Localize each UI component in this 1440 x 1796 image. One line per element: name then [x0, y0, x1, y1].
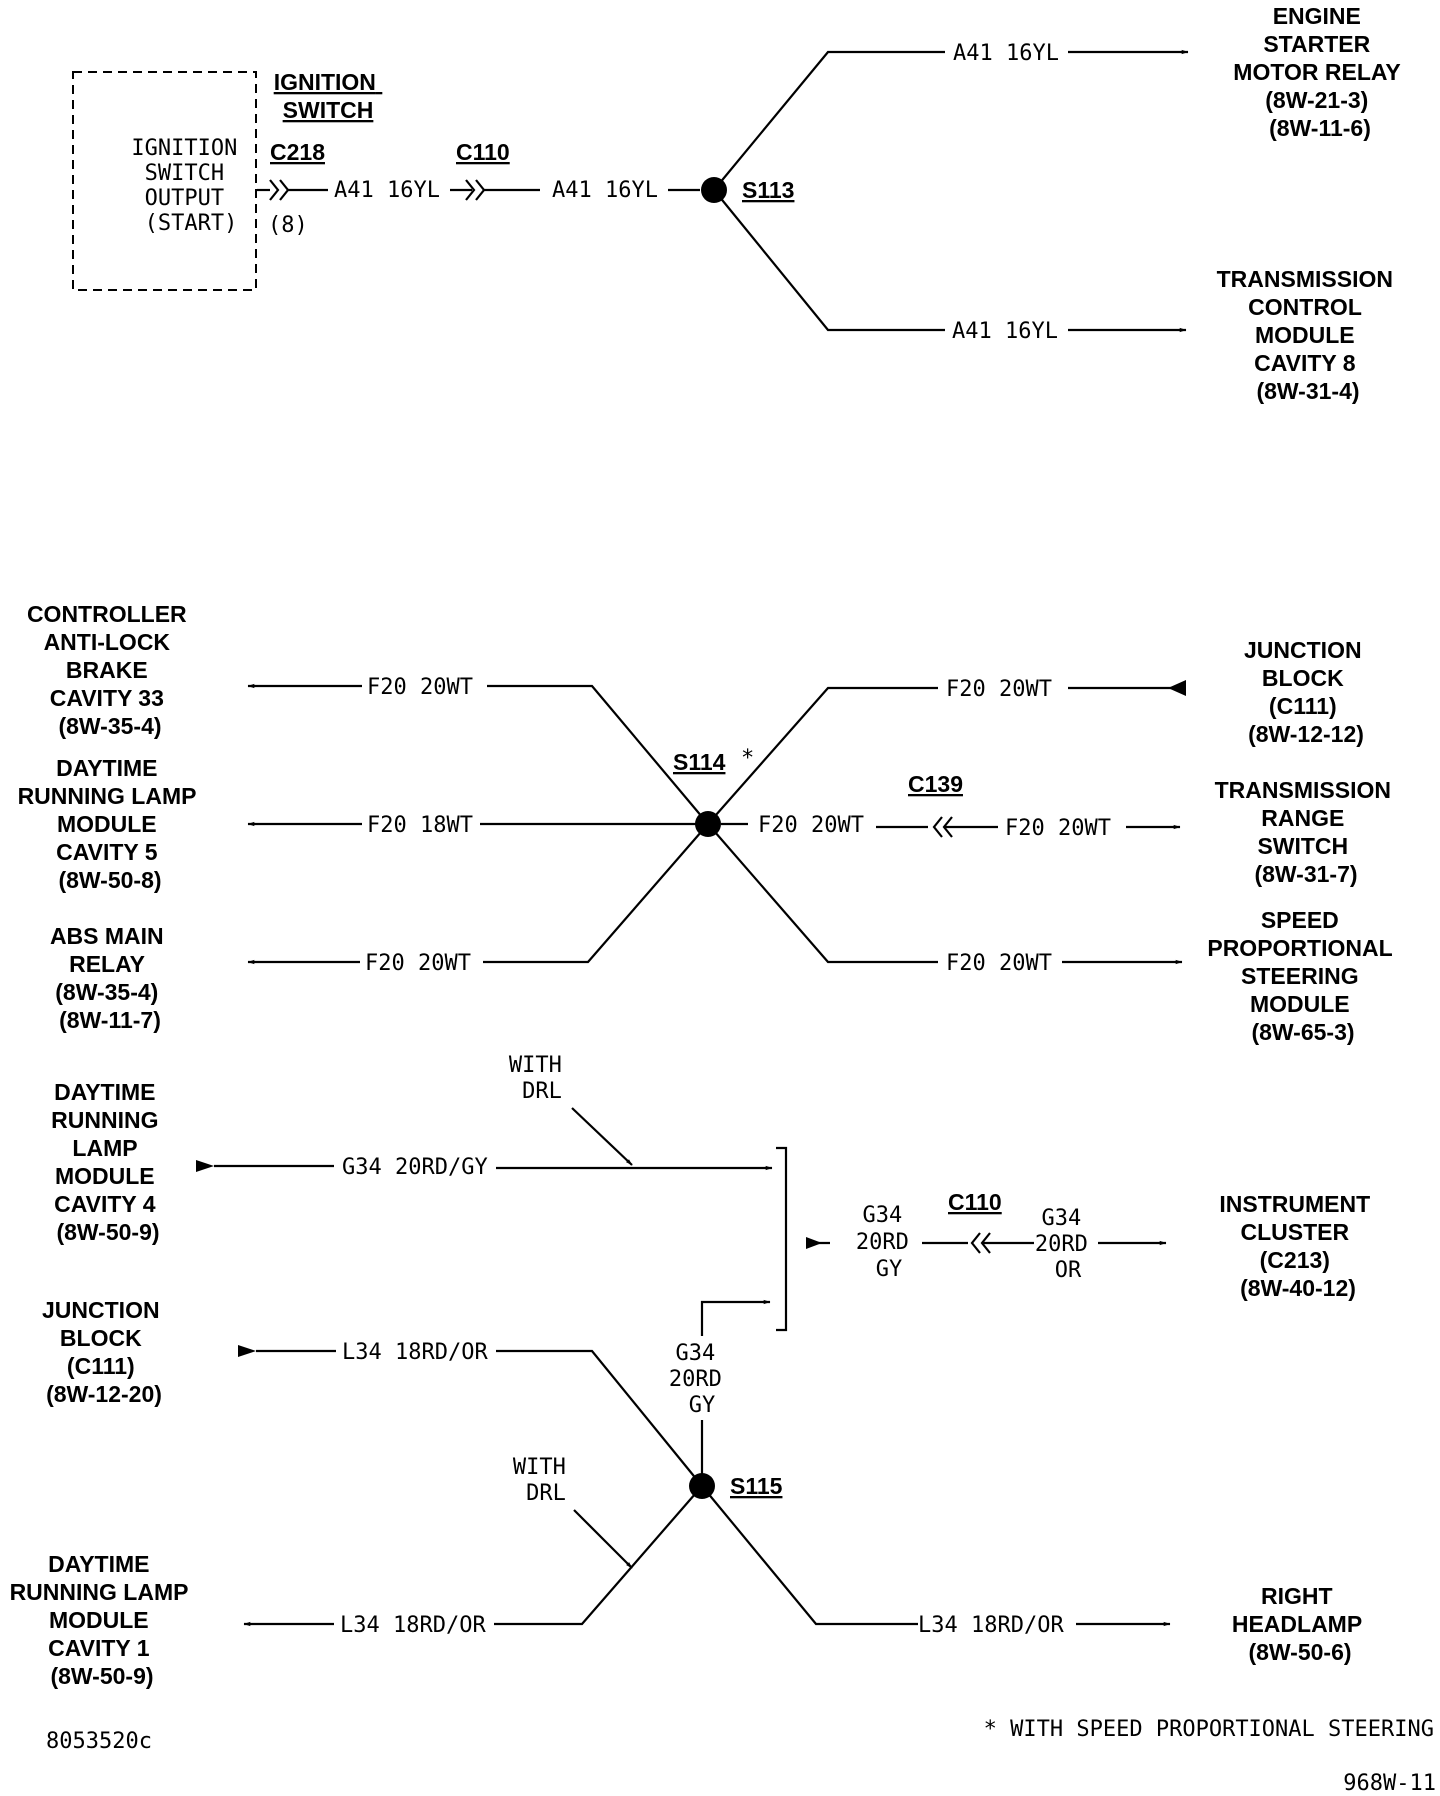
connector-c110-label-top: C110: [456, 139, 510, 165]
with-drl-note-2: WITH DRL: [513, 1455, 579, 1506]
page-id: 968W-11: [1343, 1771, 1436, 1796]
ignition-switch-output-label: IGNITION SWITCH OUTPUT (START): [131, 136, 250, 236]
pin-8-label: (8): [268, 213, 308, 238]
dest-drl-module-cavity4: DAYTIME RUNNING LAMP MODULE CAVITY 4 (8W…: [51, 1079, 165, 1245]
wire-l34-label-lr: L34 18RD/OR: [918, 1613, 1064, 1638]
dest-junction-block-c111-lower: JUNCTION BLOCK (C111) (8W-12-20): [42, 1297, 166, 1407]
dest-transmission-control-module: TRANSMISSION CONTROL MODULE CAVITY 8 (8W…: [1217, 266, 1400, 404]
ignition-switch-title: IGNITION SWITCH: [274, 69, 383, 123]
wire-g34-label-top: G34 20RD/GY: [342, 1155, 488, 1180]
figure-id: 8053520c: [46, 1729, 152, 1754]
wire-s113-down: [713, 189, 945, 332]
source-marker-drl-cavity4: [196, 1160, 214, 1172]
wire-f20-label-ll: F20 20WT: [365, 951, 471, 976]
dest-instrument-cluster: INSTRUMENT CLUSTER (C213) (8W-40-12): [1219, 1191, 1376, 1301]
source-marker-junction-block: [238, 1345, 256, 1357]
g34-junction-bracket: [776, 1146, 788, 1332]
wire-f20-label-r1: F20 20WT: [758, 813, 864, 838]
wire-f20-label-r2: F20 20WT: [1005, 816, 1111, 841]
wire-s115-lower-left: [494, 1485, 703, 1626]
splice-s115-label: S115: [730, 1473, 783, 1499]
wire-l34-to-s115: [496, 1349, 703, 1487]
dest-junction-block-c111: JUNCTION BLOCK (C111) (8W-12-12): [1244, 637, 1368, 747]
wire-s115-lower-right: [701, 1485, 918, 1626]
wire-a41-label-4: A41 16YL: [952, 319, 1058, 344]
with-drl-pointer-1: [571, 1107, 633, 1166]
wire-a41-label-2: A41 16YL: [552, 178, 658, 203]
connector-c110-symbol-top: [450, 179, 540, 201]
footnote-speed-proportional: * WITH SPEED PROPORTIONAL STEERING: [984, 1717, 1434, 1742]
connector-c218-label: C218: [270, 139, 325, 165]
arrow-from-junction-block: [1168, 680, 1186, 696]
wire-f20-label-lr: F20 20WT: [946, 951, 1052, 976]
wire-s113-up: [713, 50, 945, 191]
ignition-switch-box: [72, 71, 257, 291]
wire-a41-label-3: A41 16YL: [953, 41, 1059, 66]
connector-c218-symbol: [257, 179, 328, 201]
wire-g34-right-label: G34 20RD OR: [1035, 1206, 1101, 1283]
wire-l34-label-top: L34 18RD/OR: [342, 1340, 488, 1365]
wire-f20-label-ur: F20 20WT: [946, 677, 1052, 702]
dest-engine-starter-motor-relay: ENGINE STARTER MOTOR RELAY (8W-21-3) (8W…: [1233, 3, 1406, 141]
with-drl-note-1: WITH DRL: [509, 1053, 575, 1104]
dest-transmission-range-switch: TRANSMISSION RANGE SWITCH (8W-31-7): [1215, 777, 1398, 887]
wire-s114-upper-right: [707, 686, 938, 825]
splice-s114-label: S114: [673, 749, 726, 775]
dest-drl-module-cavity5: DAYTIME RUNNING LAMP MODULE CAVITY 5 (8W…: [18, 755, 203, 893]
dest-abs-main-relay: ABS MAIN RELAY (8W-35-4) (8W-11-7): [50, 923, 170, 1033]
dest-drl-module-cavity1: DAYTIME RUNNING LAMP MODULE CAVITY 1 (8W…: [10, 1551, 195, 1689]
connector-c110-symbol-bottom: [922, 1232, 1034, 1254]
splice-s114-footnote-mark: *: [741, 746, 754, 771]
dest-speed-proportional-steering-module: SPEED PROPORTIONAL STEERING MODULE (8W-6…: [1207, 907, 1398, 1045]
wire-a41-label-1: A41 16YL: [334, 178, 440, 203]
arrow-g34-vertical-to-bracket: [700, 1299, 771, 1336]
wire-f20-18-label: F20 18WT: [367, 813, 473, 838]
wire-s114-upper-left: [487, 684, 709, 825]
wire-g34-left-label: G34 20RD GY: [856, 1203, 922, 1282]
dest-controller-anti-lock-brake: CONTROLLER ANTI-LOCK BRAKE CAVITY 33 (8W…: [27, 601, 193, 739]
dest-right-headlamp: RIGHT HEADLAMP (8W-50-6): [1232, 1583, 1368, 1665]
wire-l34-label-ll: L34 18RD/OR: [340, 1613, 486, 1638]
wire-s114-lower-right: [707, 823, 938, 964]
splice-s113-label: S113: [742, 177, 794, 203]
connector-c110-label-bottom: C110: [948, 1189, 1002, 1215]
with-drl-pointer-2: [573, 1509, 633, 1569]
wire-g34-vertical-label: G34 20RD GY: [669, 1341, 735, 1418]
wire-f20-label-ul: F20 20WT: [367, 675, 473, 700]
connector-c139-symbol: [876, 816, 998, 838]
connector-c139-label: C139: [908, 771, 963, 797]
bracket-output-marker: [806, 1237, 822, 1249]
wire-s114-lower-left: [483, 823, 709, 964]
